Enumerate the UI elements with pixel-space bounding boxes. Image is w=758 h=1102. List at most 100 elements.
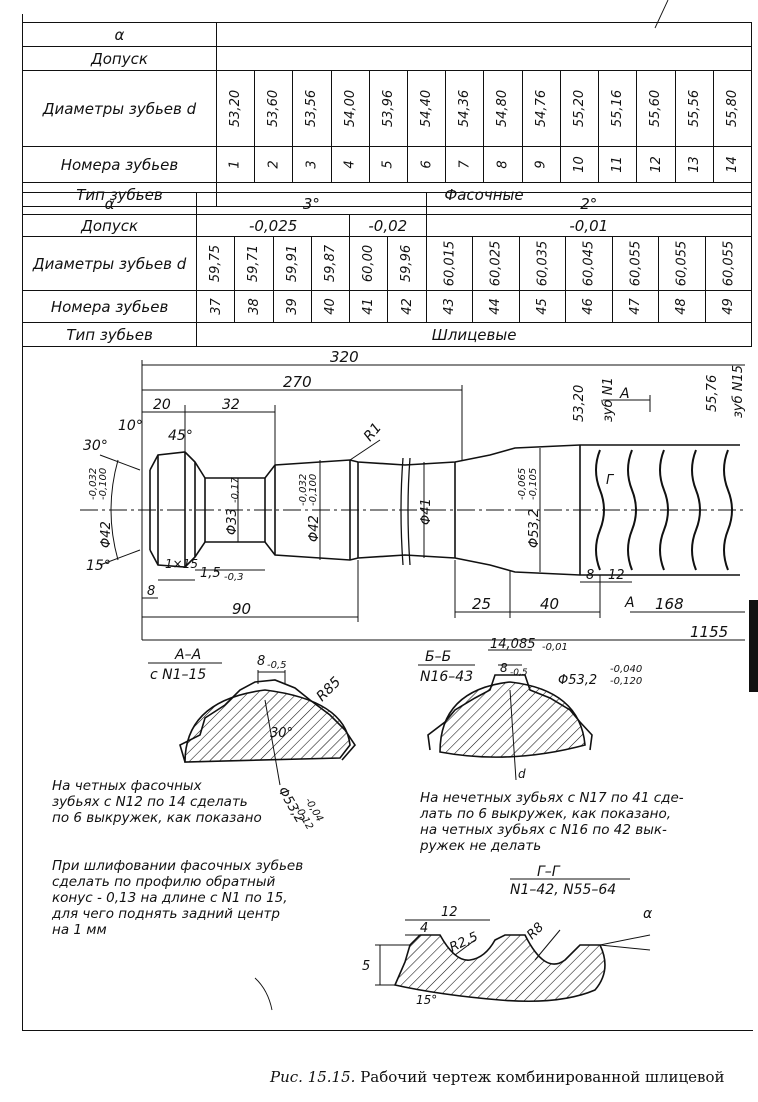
t2-diam-cell: 60,015 xyxy=(425,236,473,291)
dim-32: 32 xyxy=(222,397,240,413)
dim-55-76: 55,76 xyxy=(705,375,720,412)
dia-42-mid-tol-top: -0,032 xyxy=(298,474,309,506)
drawing-sheet-frame xyxy=(22,14,753,1031)
dim-270: 270 xyxy=(283,373,312,391)
break-lines xyxy=(400,457,411,566)
t2-num-cell: 40 xyxy=(310,290,351,323)
bottom-dimension-lines xyxy=(142,560,745,641)
tolerance-label: Допуск xyxy=(22,46,217,71)
t2-diam-cell: 59,96 xyxy=(387,236,427,291)
dim-10deg: 10° xyxy=(118,418,143,434)
t1-diam-cell: 54,36 xyxy=(445,70,485,147)
dim-15deg: 15° xyxy=(86,558,111,574)
diameters-label: Диаметры зубьев d xyxy=(22,70,217,147)
section-aa-dim-8-tol: -0,5 xyxy=(267,660,287,671)
t1-diam-cell: 55,20 xyxy=(559,70,600,147)
t1-diam-cell: 53,20 xyxy=(215,70,256,147)
dim-53-20: 53,20 xyxy=(572,385,587,422)
dim-320: 320 xyxy=(330,348,359,366)
t1-num-cell: 9 xyxy=(521,146,561,183)
section-aa-r85: R85 xyxy=(314,674,345,705)
section-gg-dim-4: 4 xyxy=(420,921,428,936)
table-spline-teeth: α 3° 2° Допуск -0,025 -0,02 -0,01 Диамет… xyxy=(21,192,752,347)
dim-12: 12 xyxy=(608,568,625,583)
figure-caption: Рис. 15.15. Рабочий чертеж комбинированн… xyxy=(270,1068,724,1086)
section-gg-drawing xyxy=(375,919,651,1002)
section-gg-title: Г–Г xyxy=(537,864,561,880)
section-bb-title: Б–Б xyxy=(425,649,451,665)
dia-42-left-tol-top: -0,032 xyxy=(88,468,99,500)
figure-number: Рис. 15.15. xyxy=(270,1068,356,1086)
dia-53-2: Φ53,2 xyxy=(527,509,542,548)
section-gg-dim-12: 12 xyxy=(441,905,458,920)
section-gg-r25: R2,5 xyxy=(447,929,480,955)
section-bb-drawing xyxy=(427,649,593,781)
dim-30deg: 30° xyxy=(83,438,108,454)
dim-20: 20 xyxy=(153,397,171,413)
dim-25: 25 xyxy=(472,595,491,613)
dia-42-left-tol-bot: -0,100 xyxy=(98,468,109,500)
alpha-label: α xyxy=(22,22,217,47)
tolerance-b: -0,02 xyxy=(349,214,427,237)
note-odd-teeth: На нечетных зубьях с N17 по 41 сде- лать… xyxy=(420,790,684,854)
tooth-type-value: Шлицевые xyxy=(196,322,752,347)
figure-title: Рабочий чертеж комбинированной шлицевой xyxy=(360,1068,725,1086)
section-aa-title: А–А xyxy=(174,647,201,663)
t2-diam-cell: 59,87 xyxy=(310,236,351,291)
t1-num-cell: 13 xyxy=(674,146,714,183)
section-aa-angle: 30° xyxy=(270,726,293,741)
section-bb-dim-14-tol: -0,01 xyxy=(542,642,568,653)
section-mark-a-top: A xyxy=(619,386,630,402)
section-gg-subtitle: N1–42, N55–64 xyxy=(510,882,616,898)
dia-53-2-tol-bot: -0,105 xyxy=(528,468,539,500)
radius-r1: R1 xyxy=(361,420,385,445)
t2-diam-cell: 59,91 xyxy=(272,236,312,291)
section-bb-dim-8: 8 xyxy=(500,661,508,675)
t1-diam-cell: 53,56 xyxy=(292,70,332,147)
tooth-type-label: Тип зубьев xyxy=(21,322,198,347)
dim-8-right: 8 xyxy=(586,568,594,583)
t2-diam-cell: 59,75 xyxy=(196,236,236,291)
dim-45deg: 45° xyxy=(168,428,193,444)
note-grinding: При шлифовании фасочных зубьев сделать п… xyxy=(52,858,304,938)
section-bb-dim-14: 14,085 xyxy=(490,637,536,652)
section-mark-g: Г xyxy=(606,473,615,488)
tooth-n1-label: зуб N1 xyxy=(601,377,616,422)
dia-42-mid: Φ42 xyxy=(307,515,322,542)
dim-1-5: 1,5 xyxy=(200,566,221,581)
t2-num-cell: 41 xyxy=(349,290,389,323)
t1-diam-cell: 53,96 xyxy=(368,70,409,147)
t1-diam-cell: 54,80 xyxy=(483,70,523,147)
t2-num-cell: 39 xyxy=(272,290,312,323)
section-aa-drawing xyxy=(179,670,357,786)
dim-168: 168 xyxy=(655,595,684,613)
section-aa-subtitle: с N1–15 xyxy=(150,667,206,683)
tooth-n15-label: зуб N15 xyxy=(731,365,746,418)
t1-diam-cell: 54,76 xyxy=(521,70,561,147)
dim-8-left: 8 xyxy=(147,584,155,599)
note-chamfer-teeth: На четных фасочных зубьях с N12 по 14 сд… xyxy=(52,778,262,826)
t1-num-cell: 14 xyxy=(712,146,753,183)
section-bb-dia-tol-top: -0,040 xyxy=(610,664,642,675)
dim-1-5-tol: -0,3 xyxy=(224,572,244,583)
section-bb-subtitle: N16–43 xyxy=(420,669,473,685)
section-bb-dim-8-tol: -0,5 xyxy=(510,668,528,678)
t1-diam-cell: 55,56 xyxy=(674,70,714,147)
scan-marks xyxy=(254,0,669,1011)
t1-num-cell: 8 xyxy=(483,146,523,183)
section-bb-dia: Φ53,2 xyxy=(558,673,597,688)
section-aa-dim-8: 8 xyxy=(257,654,265,669)
dia-33: Φ33 xyxy=(225,508,240,535)
tolerance-label: Допуск xyxy=(21,214,198,237)
diameter-dimension-lines xyxy=(99,439,541,572)
section-bb-dia-tol-bot: -0,120 xyxy=(610,676,642,687)
dia-33-tol: -0,17 xyxy=(230,476,241,503)
section-mark-a-bottom: A xyxy=(624,595,635,611)
dim-40: 40 xyxy=(540,595,559,613)
dia-42-left: Φ42 xyxy=(99,521,114,548)
t2-num-cell: 45 xyxy=(518,290,566,323)
dim-90: 90 xyxy=(232,600,251,618)
dim-1155: 1155 xyxy=(690,623,728,641)
scan-edge-bar xyxy=(749,600,758,692)
t1-num-cell: 12 xyxy=(636,146,676,183)
